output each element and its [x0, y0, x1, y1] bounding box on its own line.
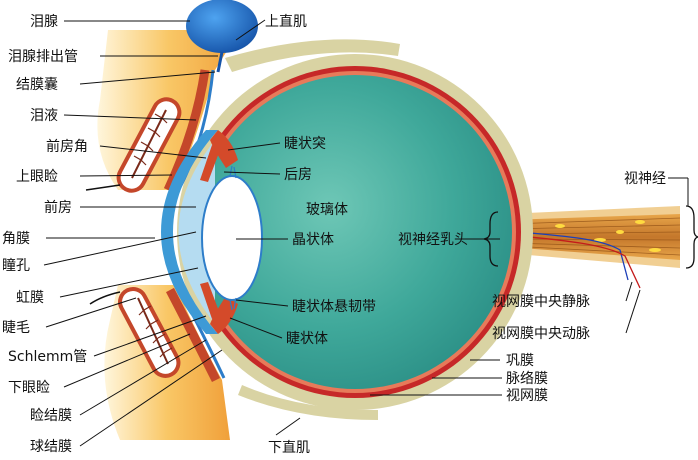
vitreous-body — [198, 75, 512, 389]
lower-eyelid — [89, 285, 230, 440]
label-vitreous: 玻璃体 — [306, 201, 348, 218]
leader-lines — [43, 19, 688, 447]
label-upper-eyelid: 上眼睑 — [16, 169, 58, 185]
label-posterior-chamber: 后房 — [284, 167, 312, 183]
label-conjunctival-sac: 结膜囊 — [16, 76, 58, 93]
lacrimal-duct — [216, 51, 224, 73]
label-tear: 泪液 — [30, 108, 58, 124]
label-lens: 晶状体 — [292, 232, 334, 248]
optic-disc-brace — [483, 211, 499, 267]
label-schlemm: Schlemm管 — [8, 349, 87, 365]
optic-nerve — [505, 206, 681, 289]
label-optic-disc: 视神经乳头 — [398, 232, 468, 248]
label-choroid: 脉络膜 — [506, 371, 548, 387]
label-retina: 视网膜 — [506, 388, 548, 404]
label-anterior-angle: 前房角 — [46, 138, 88, 155]
label-iris: 虹膜 — [16, 290, 44, 306]
label-inferior-rectus: 下直肌 — [268, 439, 310, 456]
label-sclera: 巩膜 — [506, 353, 534, 369]
optic-nerve-brace — [685, 205, 698, 269]
label-eyelash: 睫毛 — [2, 320, 30, 336]
label-pupil: 瞳孔 — [2, 257, 30, 274]
label-lacrimal-duct: 泪腺排出管 — [8, 49, 78, 65]
anterior-chamber — [178, 140, 215, 324]
label-central-artery: 视网膜中央动脉 — [492, 326, 590, 342]
label-ciliary-body: 睫状体 — [286, 331, 328, 347]
iris-lower — [200, 282, 220, 319]
label-optic-nerve: 视神经 — [624, 171, 666, 187]
iris-upper — [200, 145, 220, 182]
cornea — [161, 130, 218, 334]
label-palpebral-conjunctiva: 睑结膜 — [30, 408, 72, 424]
label-lower-eyelid: 下眼睑 — [8, 380, 50, 396]
label-cornea: 角膜 — [2, 231, 30, 247]
label-ciliary-process: 睫状突 — [284, 136, 326, 152]
lens — [201, 175, 263, 301]
superior-rectus — [225, 39, 400, 72]
label-zonule: 睫状体悬韧带 — [292, 299, 376, 315]
ciliary-process — [210, 130, 238, 168]
label-lacrimal-gland: 泪腺 — [30, 14, 58, 30]
label-central-vein: 视网膜中央静脉 — [492, 294, 590, 310]
labels: 泪腺 泪腺排出管 结膜囊 泪液 前房角 上眼睑 前房 角膜 瞳孔 虹膜 睫毛 S… — [2, 13, 666, 456]
lacrimal-gland — [186, 0, 258, 53]
label-bulbar-conjunctiva: 球结膜 — [30, 439, 72, 455]
label-anterior-chamber: 前房 — [44, 199, 72, 216]
label-superior-rectus: 上直肌 — [265, 13, 307, 30]
inferior-rectus — [238, 385, 378, 420]
